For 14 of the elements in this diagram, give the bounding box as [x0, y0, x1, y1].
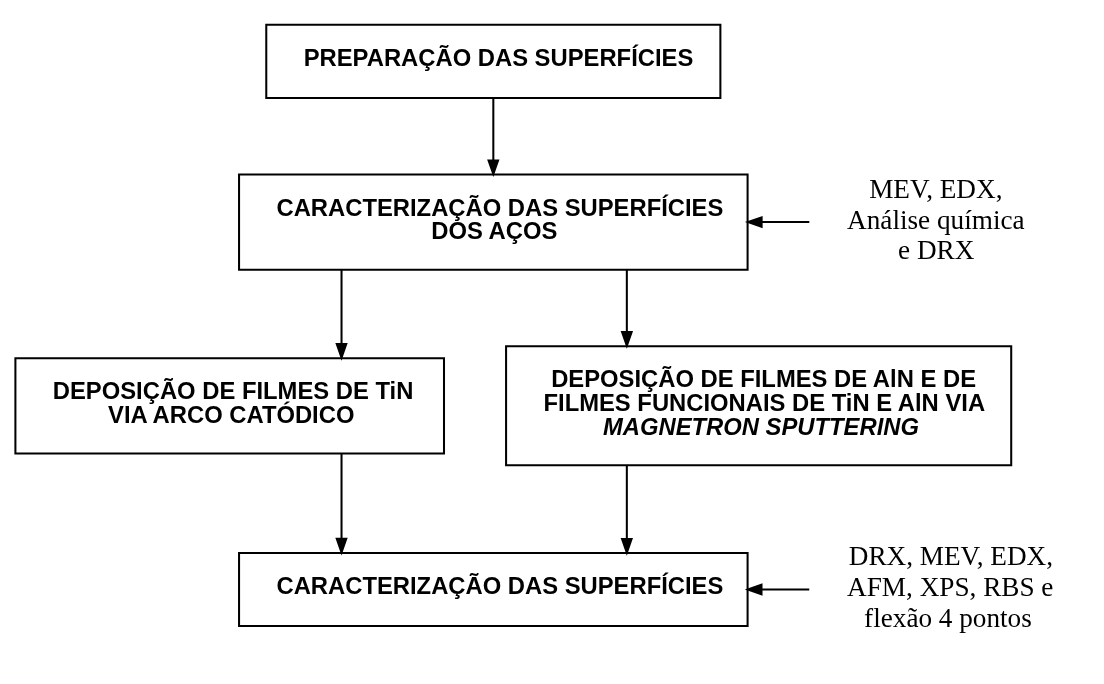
node-box: DEPOSIÇÃO DE FILMES DE TiN VIA ARCO CATÓDICO — [14, 357, 445, 455]
node-box: CARACTERIZAÇÃO DAS SUPERFÍCIES DOS AÇOS — [238, 173, 749, 271]
arrow — [487, 98, 500, 178]
node-box: DEPOSIÇÃO DE FILMES DE AlN E DE FILMES FUNCIONAIS DE TiN E AlN VIA MAGNETRON SPUTTERING — [505, 345, 1013, 467]
node-text: MEV, EDX, Análise química e DRX — [847, 173, 1025, 266]
arrow — [620, 269, 634, 349]
node-box: PREPARAÇÃO DAS SUPERFÍCIES — [265, 23, 722, 99]
node-box: CARACTERIZAÇÃO DAS SUPERFÍCIES — [238, 551, 749, 628]
arrow — [620, 465, 634, 556]
arrow — [335, 453, 348, 556]
arrow — [335, 269, 348, 361]
arrow — [744, 583, 810, 596]
node-text: DRX, MEV, EDX, AFM, XPS, RBS e flexão 4 pontos — [847, 541, 1054, 633]
arrow — [744, 215, 810, 229]
